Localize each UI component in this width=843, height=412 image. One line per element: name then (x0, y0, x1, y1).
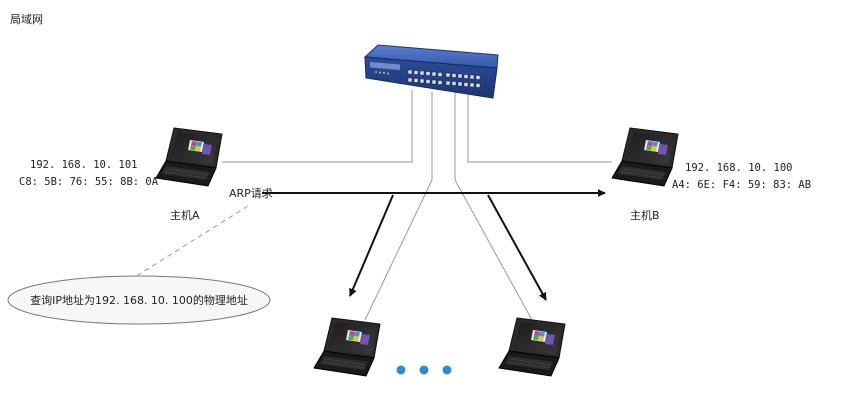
laptop-icon (155, 127, 223, 187)
link-bottom-right (454, 92, 533, 321)
laptop-icon (611, 127, 679, 187)
host-a-mac: C8: 5B: 76: 55: 8B: 0A (19, 176, 159, 188)
link-host-a (222, 90, 413, 163)
arp-arrows (262, 189, 606, 301)
host-b: 192. 168. 10. 100 A4: 6E: F4: 59: 83: AB… (611, 127, 811, 222)
arp-arrow-bottom-right (487, 194, 547, 301)
diagram-title: 局域网 (10, 13, 43, 26)
host-a-name: 主机A (170, 208, 200, 222)
laptop-icon (313, 317, 381, 377)
link-bottom-left (364, 92, 433, 321)
host-a: 192. 168. 10. 101 C8: 5B: 76: 55: 8B: 0A… (19, 127, 223, 222)
ellipsis-dots-icon (396, 365, 452, 375)
callout-text: 查询IP地址为192. 168. 10. 100的物理地址 (30, 293, 248, 307)
host-b-mac: A4: 6E: F4: 59: 83: AB (672, 179, 811, 191)
host-b-ip: 192. 168. 10. 100 (685, 162, 792, 174)
host-a-ip: 192. 168. 10. 101 (30, 159, 137, 171)
arp-arrow-bottom-left (349, 194, 394, 297)
laptop-icon (498, 317, 566, 377)
callout-leader (137, 205, 249, 276)
host-b-name: 主机B (630, 208, 660, 222)
callout-bubble (7, 275, 271, 325)
arp-request-label: ARP请求 (229, 187, 273, 200)
link-host-b (467, 90, 612, 163)
connection-lines (222, 90, 612, 321)
network-switch-icon (363, 44, 499, 99)
